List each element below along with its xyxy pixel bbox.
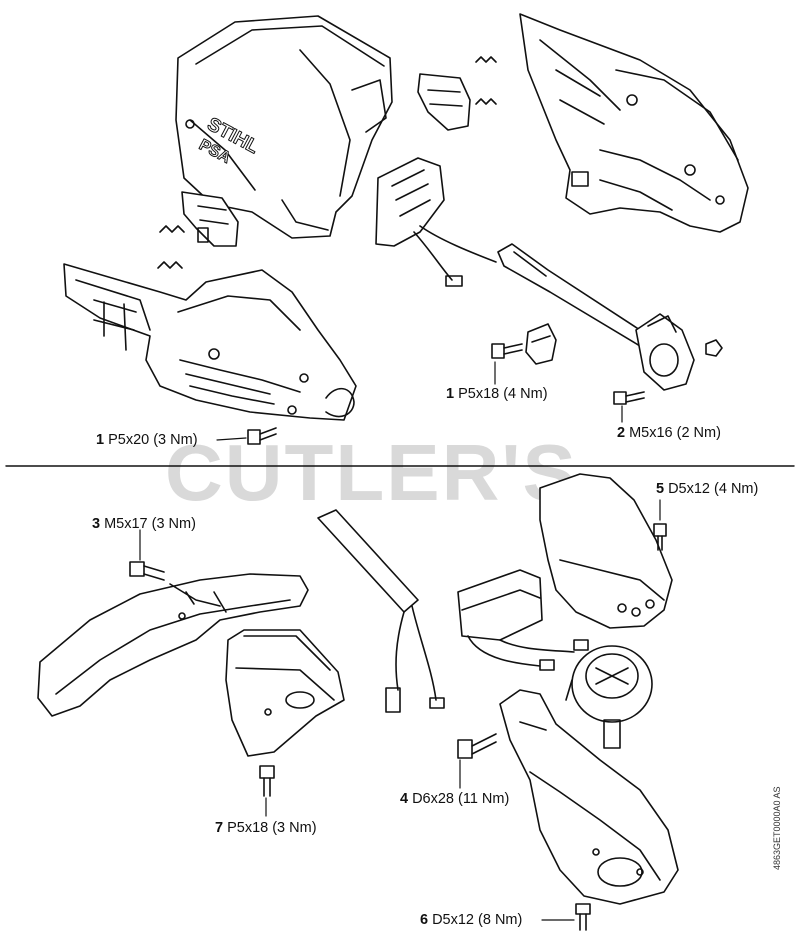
lower-housing — [499, 689, 679, 905]
screw-m5x16 — [613, 391, 645, 405]
motor-unit — [565, 645, 653, 749]
leader-lines — [139, 361, 661, 921]
screw-d6x28 — [457, 733, 497, 759]
left-handle-shell — [63, 263, 357, 421]
screw-p5x18-lower — [259, 765, 275, 797]
watermark: CUTLER'S — [165, 428, 578, 517]
electronics-module — [457, 569, 589, 671]
cable-clamp — [525, 323, 557, 365]
motor-cover — [539, 473, 673, 629]
front-handle — [37, 573, 309, 717]
hex-nut — [705, 339, 723, 357]
trigger-upper-left — [157, 191, 239, 269]
drawing-code: 4863GET0000A0 AS — [772, 786, 782, 870]
handle-base-block — [225, 629, 345, 757]
top-housing-cover: STIHL PSA — [175, 15, 393, 239]
trigger-upper-center — [417, 56, 497, 131]
screw-p5x20 — [247, 427, 277, 445]
right-handle-shell — [519, 13, 749, 233]
screw-d5x12-lower — [575, 903, 591, 931]
screw-d5x12-upper — [653, 523, 667, 551]
end-cap — [635, 313, 695, 391]
screw-p5x18-upper — [491, 343, 523, 359]
screw-m5x17 — [129, 561, 165, 581]
lower-tube — [317, 509, 445, 713]
